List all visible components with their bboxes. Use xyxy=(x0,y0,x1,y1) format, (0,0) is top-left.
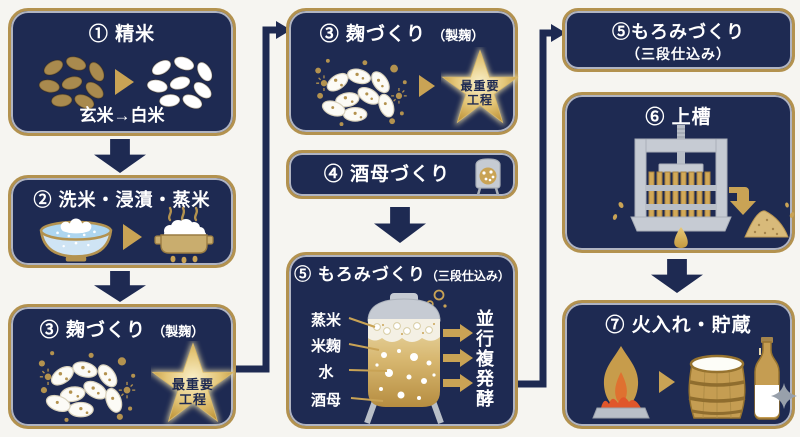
tank-label: 蒸米 xyxy=(310,312,341,329)
step1-title: ① 精米 xyxy=(88,24,156,45)
flame-icon xyxy=(592,346,650,419)
step5-right-title: ⑤もろみづくり xyxy=(612,22,745,42)
step5-mid-title-main: ⑤ もろみづくり xyxy=(294,265,426,284)
step3-mid-title: ③ 麹づくり （製麹） xyxy=(289,19,515,46)
arrow-right-icon xyxy=(115,69,134,95)
step3-left-title-main: ③ 麹づくり xyxy=(39,320,146,341)
step3-mid-box: ③ 麹づくり （製麹） 最重要 工程 xyxy=(286,8,518,135)
badge-line1: 最重要 xyxy=(171,377,214,392)
tank-label: 水 xyxy=(318,364,334,381)
step3-mid-title-sub: （製麹） xyxy=(432,28,485,43)
star-badge-text: 最重要 工程 xyxy=(151,377,235,407)
step6-box: ⑥ 上槽 xyxy=(562,92,795,253)
step7-box: ⑦ 火入れ・貯蔵 xyxy=(562,300,797,429)
step4-title: ④ 酒母づくり xyxy=(323,164,451,185)
steaming-pot-icon xyxy=(154,206,214,264)
step2-title: ② 洗米・浸漬・蒸米 xyxy=(33,190,211,210)
sake-bottle-icon xyxy=(754,337,780,420)
badge-line2: 工程 xyxy=(466,93,493,107)
badge-line1: 最重要 xyxy=(460,79,500,93)
step3-left-box: ③ 麹づくり （製麹） 最重要 工程 xyxy=(8,304,236,429)
step3-mid-title-main: ③ 麹づくり xyxy=(319,24,426,45)
starter-tank-icon xyxy=(475,158,501,196)
step1-caption: 玄米→白米 xyxy=(79,106,165,125)
step6-title: ⑥ 上槽 xyxy=(645,107,712,128)
sake-press-icon xyxy=(612,125,795,248)
arrow-right-icon xyxy=(659,371,675,393)
step5-mid-title: ⑤ もろみづくり（三段仕込み） xyxy=(289,260,515,285)
step5-right-box: ⑤もろみづくり （三段仕込み） xyxy=(562,8,795,72)
sparkle-icon xyxy=(771,383,797,409)
tank-label: 酒母 xyxy=(310,392,341,409)
step7-title: ⑦ 火入れ・貯蔵 xyxy=(605,315,752,336)
step2-box: ② 洗米・浸漬・蒸米 xyxy=(8,175,236,268)
badge-line2: 工程 xyxy=(178,392,207,407)
barrel-icon xyxy=(688,354,746,419)
step5-mid-box: ⑤ もろみづくり（三段仕込み） xyxy=(286,252,518,429)
fermentation-result-label: 並行複発酵 xyxy=(474,309,494,409)
step1-box: ① 精米 玄米→白米 xyxy=(8,8,236,136)
arrow-right-icon xyxy=(123,224,142,250)
step3-left-title: ③ 麹づくり （製麹） xyxy=(11,315,233,342)
koji-rice-icon xyxy=(314,58,408,127)
washing-bowl-icon xyxy=(39,218,113,262)
moromi-tank-icon xyxy=(348,289,473,425)
step4-box: ④ 酒母づくり xyxy=(286,150,518,199)
step5-right-subtitle: （三段仕込み） xyxy=(626,46,731,62)
step5-mid-title-sub: （三段仕込み） xyxy=(425,269,510,283)
star-badge-text: 最重要 工程 xyxy=(441,79,519,107)
koji-rice-icon xyxy=(38,350,136,423)
arrow-right-icon xyxy=(419,75,435,97)
step3-left-title-sub: （製麹） xyxy=(152,324,205,339)
tank-label: 米麹 xyxy=(310,338,341,355)
